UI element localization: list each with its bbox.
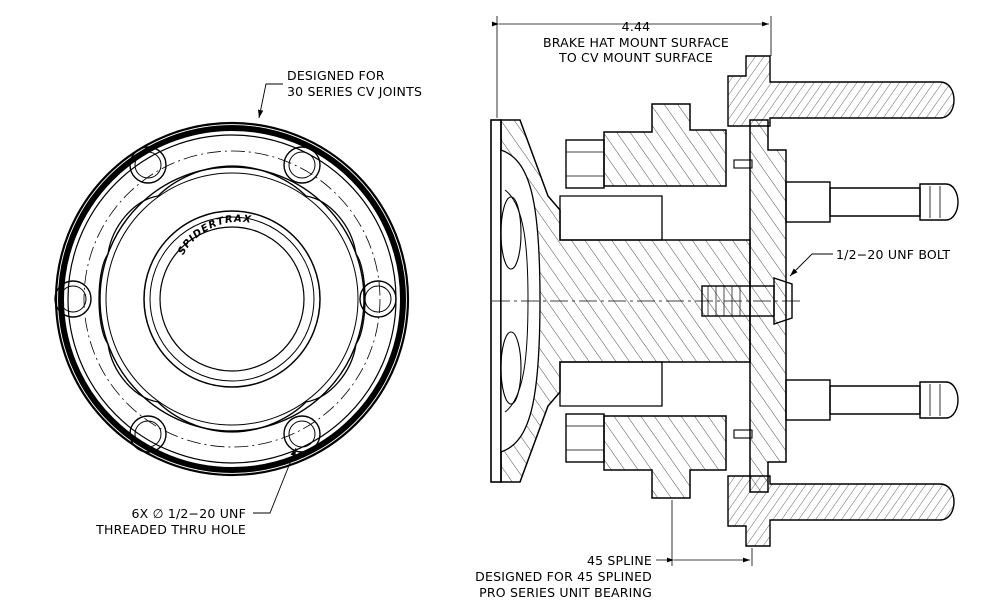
spline-callout-line3: PRO SERIES UNIT BEARING <box>479 585 652 600</box>
bolt-hole <box>359 280 397 318</box>
hub-body-ring <box>99 166 365 432</box>
upper-housing-section <box>603 103 727 187</box>
cv-joint-leader-line <box>257 83 283 119</box>
dimension-note-line1: BRAKE HAT MOUNT SURFACE <box>543 35 729 50</box>
upper-pin <box>733 159 753 169</box>
upper-inner-race <box>559 195 663 241</box>
upper-bolt-head <box>565 139 605 189</box>
dimension-value: 4.44 <box>622 19 651 34</box>
cup-ball-groove <box>500 196 522 270</box>
center-cap-outer <box>143 210 321 388</box>
spline-callout-line2: DESIGNED FOR 45 SPLINED <box>475 569 652 584</box>
outer-flange-ring <box>54 121 410 477</box>
threaded-hole-callout-line1: 6X ∅ 1/2−20 UNF <box>131 506 246 521</box>
cup-ball-groove <box>500 331 522 405</box>
bolt-hole <box>283 146 321 184</box>
cv-joint-callout-line1: DESIGNED FOR <box>287 68 385 83</box>
center-cap-inner <box>149 216 315 382</box>
lower-stud <box>727 475 955 547</box>
upper-lug-stud <box>785 181 959 223</box>
bolt-hole <box>129 146 167 184</box>
center-bore <box>159 226 305 372</box>
hub-flange-section <box>749 119 787 493</box>
scalloped-flange-outline <box>98 165 366 433</box>
bolt-circle <box>83 150 381 448</box>
front-view: SPIDERTRAX <box>54 83 410 514</box>
lower-housing-section <box>603 415 727 499</box>
outer-rim-band <box>58 125 406 473</box>
brand-text: SPIDERTRAX <box>176 214 253 257</box>
section-view <box>490 16 959 566</box>
bolt-hole <box>129 415 167 453</box>
threaded-hole-callout-line2: THREADED THRU HOLE <box>95 522 246 537</box>
inner-rim-ring <box>67 134 397 464</box>
bolt-hole <box>54 280 92 318</box>
lower-inner-race <box>559 361 663 407</box>
lower-bolt-head <box>565 413 605 463</box>
bolt-leader-line <box>789 253 833 277</box>
threaded-hole-leader-line <box>253 447 297 514</box>
dimension-note-line2: TO CV MOUNT SURFACE <box>558 50 713 65</box>
spline-callout-line1: 45 SPLINE <box>587 553 652 568</box>
upper-stud <box>727 55 955 127</box>
bolt-callout: 1/2−20 UNF BOLT <box>836 247 950 262</box>
lower-lug-stud <box>785 379 959 421</box>
hub-body-inner-ring <box>105 172 359 426</box>
bolt-hole <box>283 415 321 453</box>
lower-pin <box>733 429 753 439</box>
cv-cup-pocket <box>500 149 541 453</box>
cv-joint-callout-line2: 30 SERIES CV JOINTS <box>287 84 422 99</box>
